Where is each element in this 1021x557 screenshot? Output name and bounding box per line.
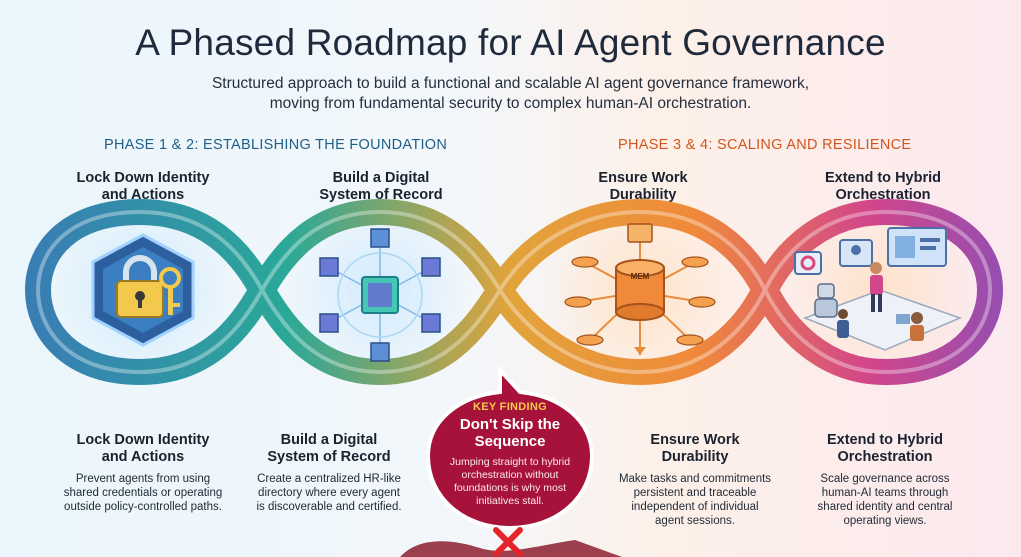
step-4-desc-line-1: Scale governance across — [820, 473, 950, 485]
person-figure-icon — [870, 262, 883, 312]
shield-lock-icon — [91, 233, 195, 347]
step-4-desc-line-2: human-AI teams through — [821, 487, 949, 499]
step-2-desc-line-3: is discoverable and certified. — [256, 501, 402, 513]
step-2-desc-line-1: Create a centralized HR-like — [257, 473, 401, 485]
step-2-title-bottom-line-1: Build a Digital — [280, 432, 378, 448]
memory-label: MEM — [631, 272, 650, 281]
step-1-title-bottom-line-2: and Actions — [101, 449, 185, 465]
key-finding-text-line-3: foundations is why most — [453, 482, 567, 494]
step-3-description: Make tasks and commitments persistent an… — [595, 472, 795, 528]
person-seated-icon — [896, 312, 924, 341]
key-finding-bubble — [400, 364, 622, 557]
subtitle-line-1: Structured approach to build a functiona… — [211, 75, 810, 92]
step-1-description: Prevent agents from using shared credent… — [43, 472, 243, 514]
step-4-title-bottom: Extend to Hybrid Orchestration — [790, 432, 980, 466]
person-standing-icon — [837, 309, 849, 338]
loop-ribbon-highlight — [35, 209, 993, 375]
step-4-title-bottom-line-1: Extend to Hybrid — [826, 432, 943, 448]
step-3-desc-line-3: independent of individual — [631, 501, 759, 513]
step-4-title-line-1: Extend to Hybrid — [824, 170, 941, 186]
loop-ribbon — [25, 199, 1003, 385]
step-3-title-bottom-line-2: Durability — [661, 449, 729, 465]
memory-database-icon: MEM — [564, 223, 716, 355]
key-finding-text-line-4: initiatives stall. — [476, 495, 544, 507]
step-2-title-line-1: Build a Digital — [332, 170, 430, 186]
step-2-title-top: Build a Digital System of Record — [286, 170, 476, 204]
step-4-desc-line-3: shared identity and central — [817, 501, 953, 513]
team-workspace-icon — [794, 227, 963, 351]
step-4-description: Scale governance across human-AI teams t… — [785, 472, 985, 528]
step-1-title-line-1: Lock Down Identity — [76, 170, 210, 186]
step-1-title-bottom: Lock Down Identity and Actions — [48, 432, 238, 466]
step-2-description: Create a centralized HR-like directory w… — [229, 472, 429, 514]
key-finding-title-line-1: Don't Skip the — [459, 416, 561, 433]
page-subtitle: Structured approach to build a functiona… — [0, 74, 1021, 114]
step-4-title-bottom-line-2: Orchestration — [837, 449, 933, 465]
phase-heading-scaling: PHASE 3 & 4: SCALING AND RESILIENCE — [618, 137, 912, 153]
subtitle-line-2: moving from fundamental security to comp… — [269, 95, 752, 112]
page-title: A Phased Roadmap for AI Agent Governance — [135, 22, 886, 63]
step-2-title-bottom-line-2: System of Record — [267, 449, 391, 465]
step-3-desc-line-2: persistent and traceable — [633, 487, 757, 499]
step-2-title-line-2: System of Record — [319, 187, 443, 203]
step-3-title-line-1: Ensure Work — [598, 170, 688, 186]
step-3-desc-line-1: Make tasks and commitments — [618, 473, 772, 485]
step-2-title-bottom: Build a Digital System of Record — [234, 432, 424, 466]
step-1-title-bottom-line-1: Lock Down Identity — [76, 432, 210, 448]
phase-heading-foundation: PHASE 1 & 2: ESTABLISHING THE FOUNDATION — [104, 137, 448, 153]
step-3-title-bottom: Ensure Work Durability — [600, 432, 790, 466]
robot-figure-icon — [814, 283, 838, 318]
key-finding-text-line-2: orchestration without — [461, 469, 559, 481]
step-4-desc-line-4: operating views. — [843, 515, 927, 527]
network-cubes-icon — [319, 228, 441, 362]
key-finding-title-line-2: Sequence — [474, 433, 546, 450]
step-3-title-bottom-line-1: Ensure Work — [650, 432, 740, 448]
step-1-desc-line-3: outside policy-controlled paths. — [64, 501, 222, 513]
step-1-desc-line-1: Prevent agents from using — [75, 473, 211, 485]
key-finding-label: KEY FINDING — [473, 401, 547, 413]
step-2-desc-line-2: directory where every agent — [258, 487, 400, 499]
step-1-desc-line-2: shared credentials or operating — [63, 487, 223, 499]
key-finding-text: Jumping straight to hybrid orchestration… — [437, 456, 583, 508]
key-finding-text-line-1: Jumping straight to hybrid — [449, 456, 571, 468]
step-3-desc-line-4: agent sessions. — [655, 515, 735, 527]
stop-cross-icon — [493, 527, 523, 557]
key-finding-title: Don't Skip the Sequence — [430, 416, 590, 450]
